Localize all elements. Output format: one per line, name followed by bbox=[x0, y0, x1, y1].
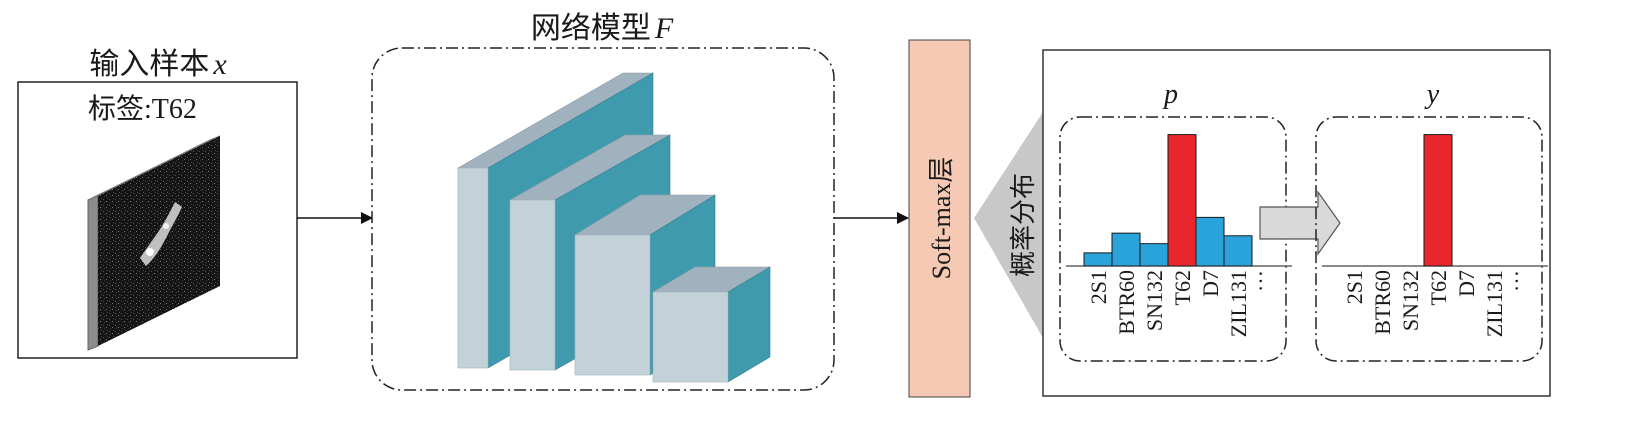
tick-label-ellipsis: … bbox=[1498, 270, 1523, 292]
tick-label-t62: T62 bbox=[1426, 270, 1451, 305]
distribution-label: 概率分布 bbox=[1009, 173, 1038, 277]
bar-sn132 bbox=[1139, 243, 1169, 267]
tick-label-t62: T62 bbox=[1170, 270, 1195, 305]
tick-label-2s1: 2S1 bbox=[1342, 270, 1367, 304]
bar-2s1 bbox=[1083, 252, 1113, 267]
tick-label-btr60: BTR60 bbox=[1114, 270, 1139, 335]
chart-y-title: y bbox=[1424, 79, 1440, 110]
transition-arrow bbox=[1259, 190, 1341, 256]
sar-image bbox=[87, 135, 221, 351]
model-blocks bbox=[456, 72, 772, 383]
block-4 bbox=[651, 266, 772, 383]
softmax-layer: Soft-max层 bbox=[908, 39, 971, 398]
tick-label-sn132: SN132 bbox=[1398, 270, 1423, 331]
tick-label-sn132: SN132 bbox=[1142, 270, 1167, 331]
bar-d7 bbox=[1195, 216, 1225, 267]
tick-label-d7: D7 bbox=[1454, 270, 1479, 297]
tick-label-d7: D7 bbox=[1198, 270, 1223, 297]
tick-label-zil131: ZIL131 bbox=[1226, 270, 1251, 337]
tick-label-ellipsis: … bbox=[1242, 270, 1267, 292]
bar-t62 bbox=[1423, 134, 1453, 267]
callout-wedge bbox=[974, 112, 1043, 338]
softmax-label: Soft-max层 bbox=[927, 157, 956, 280]
bar-btr60 bbox=[1111, 232, 1141, 267]
tick-label-2s1: 2S1 bbox=[1086, 270, 1111, 304]
input-label: 标签:T62 bbox=[88, 93, 197, 125]
model-frame bbox=[371, 47, 835, 391]
bar-t62 bbox=[1167, 134, 1197, 267]
tick-label-btr60: BTR60 bbox=[1370, 270, 1395, 335]
chart-y-frame bbox=[1315, 116, 1543, 362]
bar-zil131 bbox=[1223, 235, 1253, 267]
chart-p-title: p bbox=[1162, 79, 1178, 110]
tick-label-zil131: ZIL131 bbox=[1482, 270, 1507, 337]
softmax-box bbox=[908, 39, 971, 398]
